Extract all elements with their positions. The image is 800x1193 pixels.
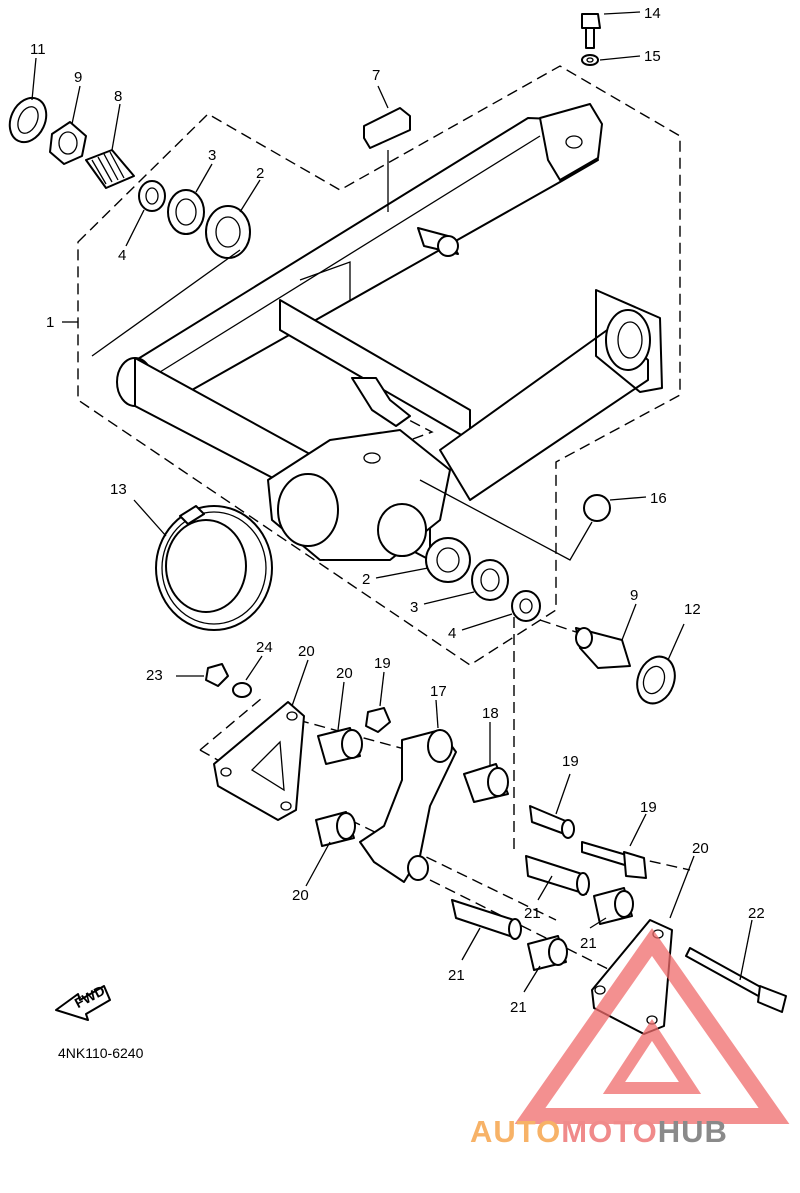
- callout-20: 21: [580, 935, 597, 952]
- part-2-bearing-right: [425, 537, 471, 583]
- callout-20: 21: [510, 999, 527, 1016]
- watermark-logo: AUTOMOTOHUB: [470, 928, 790, 1149]
- callout-20: 20: [292, 887, 309, 904]
- part-14-link: [359, 729, 457, 883]
- callout-2: 2: [362, 571, 370, 588]
- callout-7: 9: [630, 587, 638, 604]
- callout-18: 19: [374, 655, 391, 672]
- part-4-collar-right: [511, 590, 541, 622]
- part-12-washer: [581, 54, 599, 66]
- callout-12: 15: [644, 48, 661, 65]
- watermark-auto: AUTO: [470, 1114, 561, 1149]
- callout-21: 21: [448, 967, 465, 984]
- part-21-spacer-a: [525, 855, 590, 896]
- fwd-arrow-icon: FWD: [55, 982, 111, 1021]
- part-5-plate: [363, 107, 411, 149]
- callout-19: 20: [298, 643, 315, 660]
- callout-21: 21: [524, 905, 541, 922]
- part-16-spacer: [529, 805, 575, 839]
- part-9-seal-right: [636, 655, 676, 705]
- callout-1: 1: [46, 314, 54, 331]
- part-6-adjust-bolt: [85, 149, 135, 189]
- part-3-seal-left: [167, 189, 205, 235]
- callout-4: 4: [118, 247, 126, 264]
- part-18-nut: [365, 707, 391, 733]
- part-7-pivot-bolt: [575, 627, 631, 669]
- part-20-collar-d: [527, 935, 568, 971]
- watermark-moto: MOTO: [561, 1114, 657, 1149]
- part-19-bracket-left: [213, 701, 305, 821]
- callout-8: 9: [74, 69, 82, 86]
- callout-19: 20: [692, 840, 709, 857]
- callout-10: 13: [110, 481, 127, 498]
- callout-23: 23: [146, 667, 163, 684]
- part-2-bearing-left: [205, 205, 251, 259]
- part-9-seal-left: [8, 96, 48, 144]
- part-13-cap: [583, 494, 611, 522]
- part-23-nut: [205, 663, 229, 687]
- part-21-spacer-b: [451, 899, 522, 940]
- callout-9: 12: [684, 601, 701, 618]
- callout-labels: 11 9 8 3 2 4 7 14 15 1 16 13 2 3 4 9 12 …: [30, 5, 765, 1016]
- callout-3: 3: [208, 147, 216, 164]
- part-11-bolt: [581, 13, 601, 49]
- callout-2: 2: [256, 165, 264, 182]
- part-17-bolt: [581, 841, 647, 879]
- leader-lines: [31, 11, 753, 993]
- part-4-collar-left: [138, 180, 166, 212]
- part-8-nut: [49, 121, 87, 165]
- part-20-collar-c: [593, 887, 634, 925]
- callout-16: 19: [562, 753, 579, 770]
- callout-3: 3: [410, 599, 418, 616]
- callout-4: 4: [448, 625, 456, 642]
- diagram-code: 4NK110-6240: [58, 1045, 144, 1061]
- callout-6: 8: [114, 88, 122, 105]
- part-10-guard: [155, 505, 273, 631]
- callout-9: 11: [30, 41, 46, 58]
- callout-14: 17: [430, 683, 447, 700]
- callout-5: 7: [372, 67, 380, 84]
- callout-20: 20: [336, 665, 353, 682]
- part-3-seal-right: [471, 559, 509, 601]
- callout-22: 22: [748, 905, 765, 922]
- part-24-washer: [232, 682, 252, 698]
- part-20-collar-a: [317, 727, 363, 765]
- callout-15: 18: [482, 705, 499, 722]
- swingarm: [116, 103, 663, 561]
- part-20-collar-b: [315, 811, 356, 847]
- callout-11: 14: [644, 5, 661, 22]
- callout-13: 16: [650, 490, 667, 507]
- watermark-hub: HUB: [658, 1114, 728, 1149]
- callout-24: 24: [256, 639, 273, 656]
- callout-17: 19: [640, 799, 657, 816]
- part-15-collar: [463, 763, 509, 803]
- watermark-text: AUTOMOTOHUB: [470, 1114, 728, 1149]
